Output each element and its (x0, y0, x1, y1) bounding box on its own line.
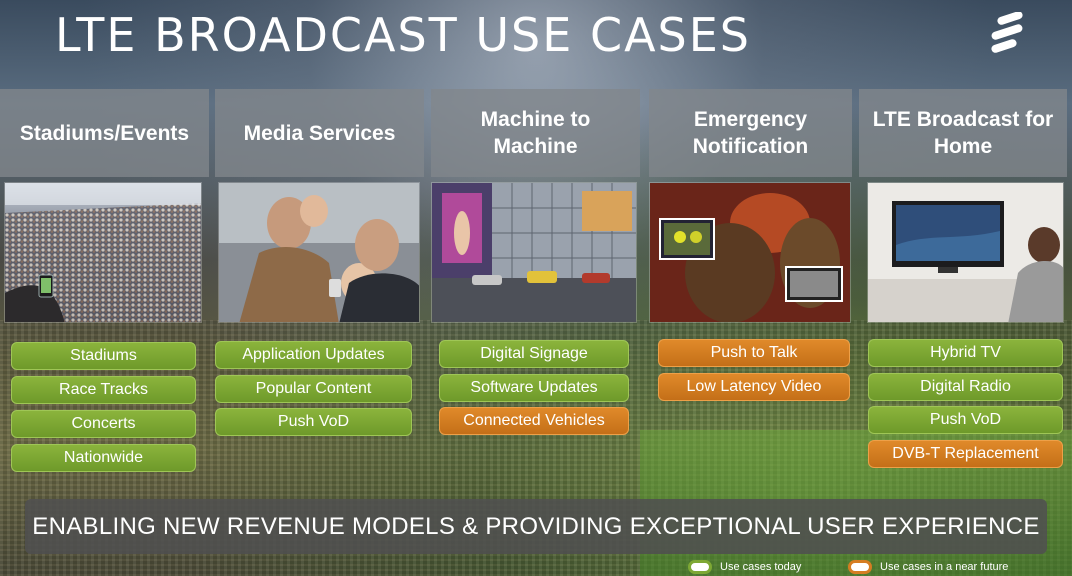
legend-future-swatch (848, 560, 872, 574)
column-header: Stadiums/Events (0, 89, 209, 177)
city-street-signage-photo (431, 182, 637, 323)
column-header: LTE Broadcast for Home (859, 89, 1067, 177)
use-case-tag: Application Updates (215, 341, 412, 369)
use-case-tag: Stadiums (11, 342, 196, 370)
legend-future: Use cases in a near future (848, 559, 1008, 575)
use-case-tag: Push VoD (215, 408, 412, 436)
use-case-tag: Popular Content (215, 375, 412, 403)
use-case-tag: DVB-T Replacement (868, 440, 1063, 468)
column-header-line: Machine to (480, 108, 591, 131)
use-case-tag: Low Latency Video (658, 373, 850, 401)
column-header: Machine to Machine (431, 89, 640, 177)
firefighters-photo (649, 182, 851, 323)
legend-today: Use cases today (688, 559, 801, 575)
use-case-tag: Concerts (11, 410, 196, 438)
column-header-line: Machine (493, 135, 578, 158)
column-header: Media Services (215, 89, 424, 177)
column-header: Emergency Notification (649, 89, 852, 177)
use-case-tag: Hybrid TV (868, 339, 1063, 367)
brand-logo-icon (991, 12, 1023, 53)
use-case-tag: Push to Talk (658, 339, 850, 367)
column-header-line: Emergency (693, 108, 808, 131)
legend-today-swatch (688, 560, 712, 574)
column-header-line: Stadiums/Events (19, 121, 190, 145)
tagline-banner: ENABLING NEW REVENUE MODELS & PROVIDING … (25, 499, 1047, 554)
use-case-tag: Software Updates (439, 374, 629, 402)
use-case-tag: Nationwide (11, 444, 196, 472)
use-case-tag: Digital Signage (439, 340, 629, 368)
legend-today-label: Use cases today (720, 561, 802, 573)
column-header-line: Home (933, 135, 993, 158)
use-case-tag: Push VoD (868, 406, 1063, 434)
living-room-tv-photo (867, 182, 1064, 323)
page-title: LTE BROADCAST USE CASES (55, 8, 751, 62)
column-header-line: Media Services (243, 121, 396, 145)
column-header-line: LTE Broadcast for (872, 108, 1054, 131)
column-header-line: Notification (692, 135, 809, 158)
use-case-tag: Digital Radio (868, 373, 1063, 401)
use-case-tag: Race Tracks (11, 376, 196, 404)
use-case-tag: Connected Vehicles (439, 407, 629, 435)
legend-future-label: Use cases in a near future (880, 561, 1009, 573)
family-with-phone-photo (218, 182, 420, 323)
stadium-crowd-photo (4, 182, 202, 323)
